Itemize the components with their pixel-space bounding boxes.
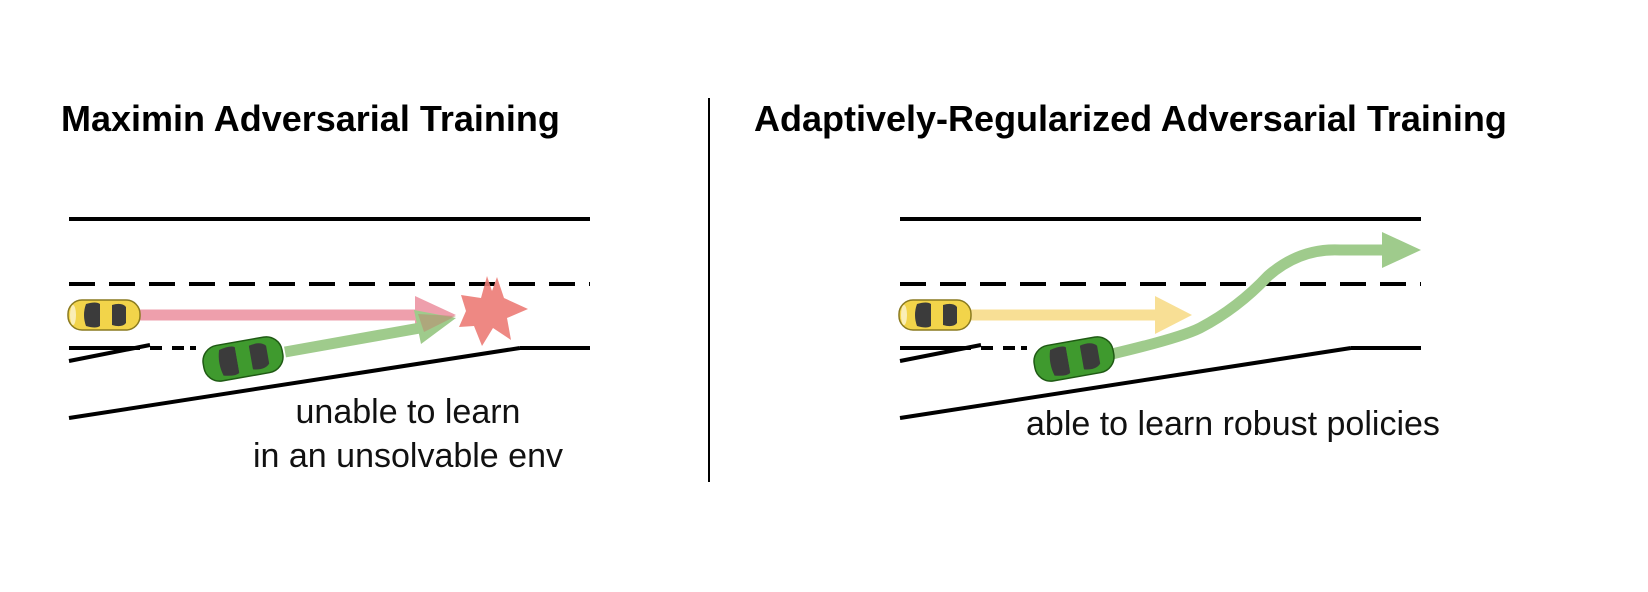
left-merge-taper bbox=[68, 343, 151, 363]
green-car-icon bbox=[1030, 333, 1118, 385]
right-yellow-trajectory-arrow bbox=[968, 296, 1192, 334]
right-ramp-edge bbox=[899, 346, 1352, 420]
collision-burst-icon bbox=[459, 276, 528, 346]
left-road bbox=[68, 217, 590, 420]
left-caption-line-1: unable to learn bbox=[295, 393, 521, 431]
yellow-car-icon bbox=[898, 299, 972, 331]
left-panel-title: Maximin Adversarial Training bbox=[61, 98, 560, 139]
yellow-car-icon bbox=[67, 299, 141, 331]
right-green-curved-trajectory-arrow bbox=[1110, 232, 1421, 360]
right-merge-taper bbox=[899, 343, 982, 363]
green-car-icon bbox=[199, 333, 287, 385]
left-caption-line-2: in an unsolvable env bbox=[252, 437, 563, 475]
right-panel-title: Adaptively-Regularized Adversarial Train… bbox=[754, 98, 1507, 139]
left-arrowhead-overlap bbox=[418, 314, 456, 332]
left-caption: unable to learn in an unsolvable env bbox=[208, 390, 608, 478]
right-caption: able to learn robust policies bbox=[1026, 405, 1440, 443]
left-ramp-edge bbox=[68, 346, 521, 420]
right-road bbox=[899, 217, 1421, 420]
